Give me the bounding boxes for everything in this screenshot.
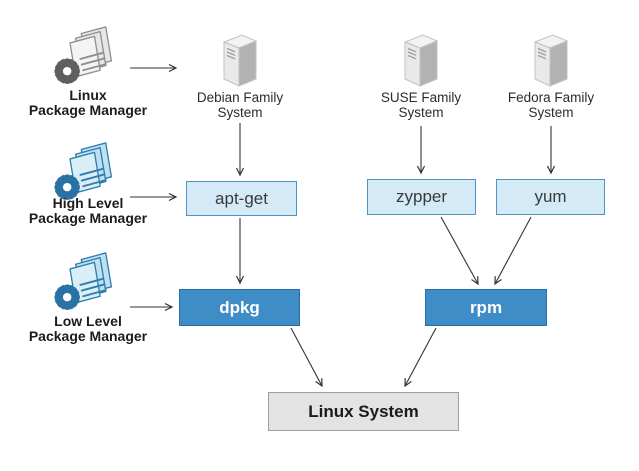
linux-package-manager-line1: Linux [69, 87, 107, 103]
zypper-node: zypper [367, 179, 476, 215]
rpm-node: rpm [425, 289, 547, 326]
gear-document-stack-icon [50, 252, 122, 316]
zypper-label: zypper [395, 187, 448, 206]
debian-family-system-label: Debian Family System [165, 90, 315, 120]
fedora-line1: Fedora Family [507, 90, 595, 105]
apt-get-label: apt-get [215, 188, 268, 208]
high-level-line1: High Level [52, 195, 124, 211]
low-level-line1: Low Level [54, 313, 122, 329]
server-tower-icon [218, 32, 262, 88]
linux-package-manager-label: Linux Package Manager [0, 88, 176, 118]
server-tower-icon [399, 32, 443, 88]
dpkg-node: dpkg [179, 289, 300, 326]
low-level-line2: Package Manager [28, 328, 148, 344]
rpm-label: rpm [469, 297, 503, 317]
yum-label: yum [534, 187, 567, 206]
apt-get-node: apt-get [186, 181, 297, 216]
server-tower-icon [529, 32, 573, 88]
gear-document-stack-icon [50, 26, 122, 90]
high-level-package-manager-label: High Level Package Manager [0, 196, 176, 226]
suse-family-system-label: SUSE Family System [346, 90, 496, 120]
debian-line2: System [217, 105, 263, 120]
fedora-family-system-label: Fedora Family System [476, 90, 626, 120]
fedora-line2: System [528, 105, 574, 120]
linux-system-node: Linux System [268, 392, 459, 431]
suse-line2: System [398, 105, 444, 120]
suse-line1: SUSE Family [380, 90, 462, 105]
yum-node: yum [496, 179, 605, 215]
high-level-line2: Package Manager [28, 210, 148, 226]
dpkg-label: dpkg [219, 297, 260, 317]
low-level-package-manager-label: Low Level Package Manager [0, 314, 176, 344]
linux-system-label: Linux System [308, 401, 419, 421]
linux-package-manager-line2: Package Manager [28, 102, 148, 118]
debian-line1: Debian Family [196, 90, 284, 105]
